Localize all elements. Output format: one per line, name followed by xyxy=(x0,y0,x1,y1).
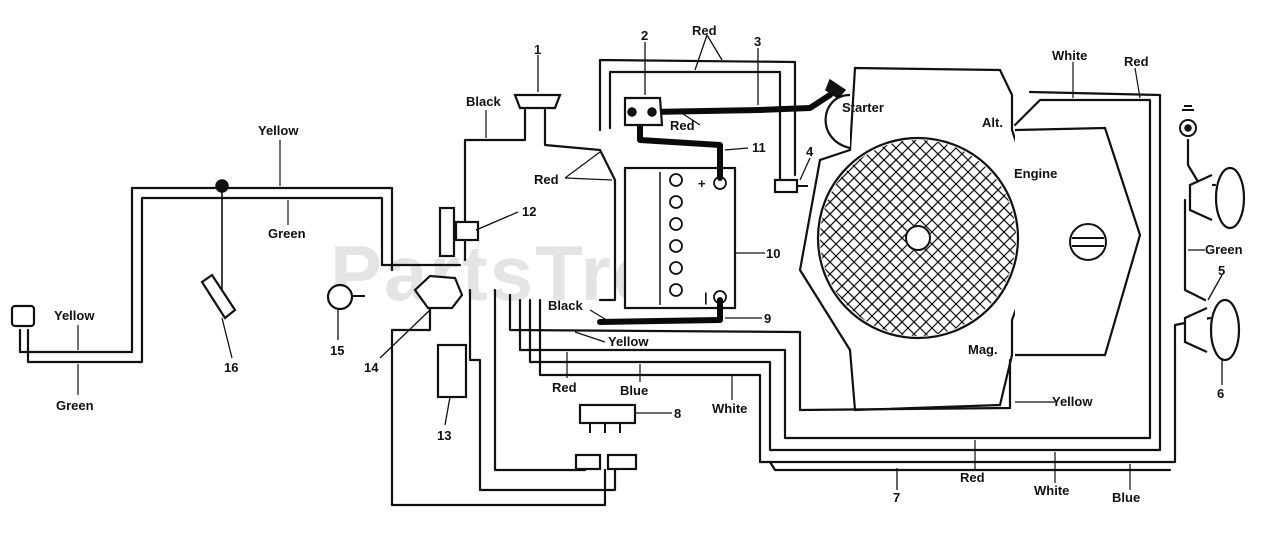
seat-switch xyxy=(513,93,562,110)
label-yellow-left: Yellow xyxy=(54,308,95,323)
callout-1: 1 xyxy=(534,42,541,57)
callout-13: 13 xyxy=(437,428,451,443)
label-red-top: Red xyxy=(692,23,717,38)
starter-motor xyxy=(824,78,851,150)
connector-bottom-2 xyxy=(606,453,638,471)
callout-6: 6 xyxy=(1217,386,1224,401)
yellow-wire-mag xyxy=(508,293,1012,412)
battery: + | xyxy=(623,166,737,310)
callout-11: 11 xyxy=(752,140,766,155)
battery-positive-label: + xyxy=(698,176,706,191)
white-wire-alt xyxy=(528,90,1162,452)
callout-16: 16 xyxy=(224,360,238,375)
starter-cable xyxy=(647,92,833,115)
clutch-switch xyxy=(200,273,237,320)
yellow-harness xyxy=(18,186,394,354)
label-green-right: Green xyxy=(1205,242,1243,257)
red-wire-battery xyxy=(543,108,617,302)
connector-bottom-1 xyxy=(574,453,602,471)
callout-4: 4 xyxy=(806,144,814,159)
label-green-left: Green xyxy=(56,398,94,413)
label-red-lower: Red xyxy=(552,380,577,395)
label-red-mid: Red xyxy=(670,118,695,133)
callout-8: 8 xyxy=(674,406,681,421)
plug-left xyxy=(10,304,36,328)
battery-ground-cable xyxy=(597,297,723,325)
label-white-top: White xyxy=(1052,48,1087,63)
label-alt: Alt. xyxy=(982,115,1003,130)
label-blue-lower: Blue xyxy=(620,383,648,398)
engine xyxy=(798,66,1142,412)
switch-13 xyxy=(436,343,468,399)
headlight-lower xyxy=(1183,198,1241,362)
label-red-bottom: Red xyxy=(960,470,985,485)
label-mag: Mag. xyxy=(968,342,998,357)
callout-7: 7 xyxy=(893,490,900,505)
headlight-upper xyxy=(1186,138,1246,230)
label-red-left: Red xyxy=(534,172,559,187)
callout-12: 12 xyxy=(522,204,536,219)
callout-9: 9 xyxy=(764,311,771,326)
engine-cap xyxy=(1069,223,1107,261)
black-wire xyxy=(463,108,527,262)
label-white-lower: White xyxy=(712,401,747,416)
rectifier-8 xyxy=(578,403,637,433)
lower-harness-1 xyxy=(390,288,607,507)
label-black-bottom: Black xyxy=(548,298,583,313)
callout-3: 3 xyxy=(754,34,761,49)
solenoid xyxy=(623,96,664,127)
red-wire-alt xyxy=(518,98,1152,440)
callout-5: 5 xyxy=(1218,263,1225,278)
green-harness xyxy=(26,196,462,364)
label-white-bottom: White xyxy=(1034,483,1069,498)
label-black-top: Black xyxy=(466,94,501,109)
label-yellow-center: Yellow xyxy=(608,334,649,349)
callout-10: 10 xyxy=(766,246,780,261)
label-blue-bottom: Blue xyxy=(1112,490,1140,505)
switch-12 xyxy=(438,206,480,258)
ignition-key xyxy=(326,283,365,311)
ignition-switch xyxy=(413,274,464,310)
label-yellow-right: Yellow xyxy=(1052,394,1093,409)
label-engine: Engine xyxy=(1014,166,1057,181)
blue-wire-lights xyxy=(538,298,1212,464)
label-yellow-top: Yellow xyxy=(258,123,299,138)
callout-14: 14 xyxy=(364,360,379,375)
callout-15: 15 xyxy=(330,343,344,358)
label-green-mid: Green xyxy=(268,226,306,241)
label-red-top-right: Red xyxy=(1124,54,1149,69)
ground-terminal xyxy=(1179,105,1197,137)
connector-4 xyxy=(773,178,808,194)
callout-2: 2 xyxy=(641,28,648,43)
battery-negative-label: | xyxy=(704,290,708,305)
label-starter: Starter xyxy=(842,100,884,115)
